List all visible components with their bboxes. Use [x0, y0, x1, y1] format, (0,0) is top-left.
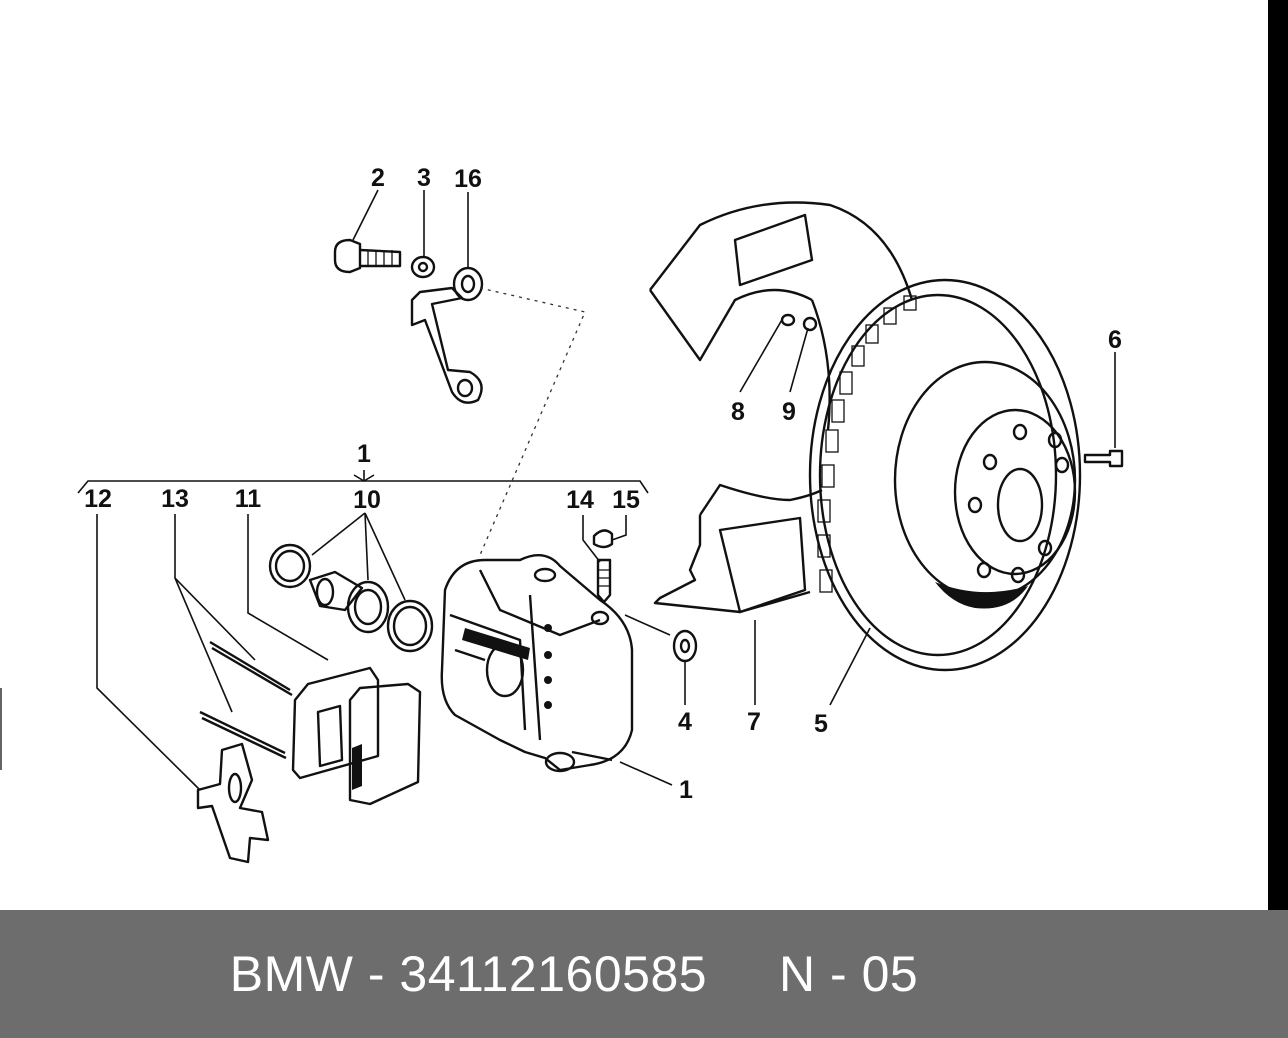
callout-8: 8: [731, 398, 745, 426]
brake-caliper: [440, 554, 634, 773]
callout-4: 4: [678, 708, 692, 736]
callout-3: 3: [417, 164, 431, 192]
brake-pads: [291, 666, 422, 806]
callout-13: 13: [161, 485, 189, 513]
callout-labels: 1 1 2 3 4 5 6 7 8 9 10 11 12 13 14 15 16: [84, 164, 1122, 804]
brake-dust-shield: [649, 201, 914, 614]
callout-16: 16: [454, 165, 482, 193]
callout-9: 9: [782, 398, 796, 426]
callout-2: 2: [371, 164, 385, 192]
callout-14: 14: [566, 486, 594, 514]
callout-12: 12: [84, 485, 112, 513]
spring-washer: [410, 255, 436, 279]
callout-6: 6: [1108, 326, 1122, 354]
piston-seal-set: [268, 543, 434, 653]
brake-hose-bracket: [410, 286, 483, 404]
callout-1-top: 1: [357, 440, 371, 468]
caliper-washer: [672, 629, 698, 663]
footer-part-number: BMW - 34112160585 N - 05: [229, 946, 919, 1002]
anti-rattle-spring: [196, 742, 270, 864]
disc-bolt: [1083, 449, 1124, 468]
pad-retaining-pins: [199, 640, 293, 760]
caliper-mount-bolt: [333, 238, 402, 274]
callout-7: 7: [747, 708, 761, 736]
callout-15: 15: [612, 486, 640, 514]
callout-1-bottom: 1: [679, 776, 693, 804]
bleeder-cap: [592, 529, 614, 549]
part-number-footer: BMW - 34112160585 N - 05: [0, 910, 1288, 1038]
callout-11: 11: [235, 485, 262, 513]
bleeder-screw: [596, 558, 612, 604]
leader-lines: [96, 189, 1116, 791]
brake-disc: [808, 278, 1082, 672]
callout-5: 5: [814, 710, 828, 738]
brake-parts-diagram: 1 1 2 3 4 5 6 7 8 9 10 11 12 13 14 15 16: [0, 164, 1124, 864]
callout-10: 10: [353, 486, 381, 514]
right-edge-bar: [1268, 0, 1288, 910]
